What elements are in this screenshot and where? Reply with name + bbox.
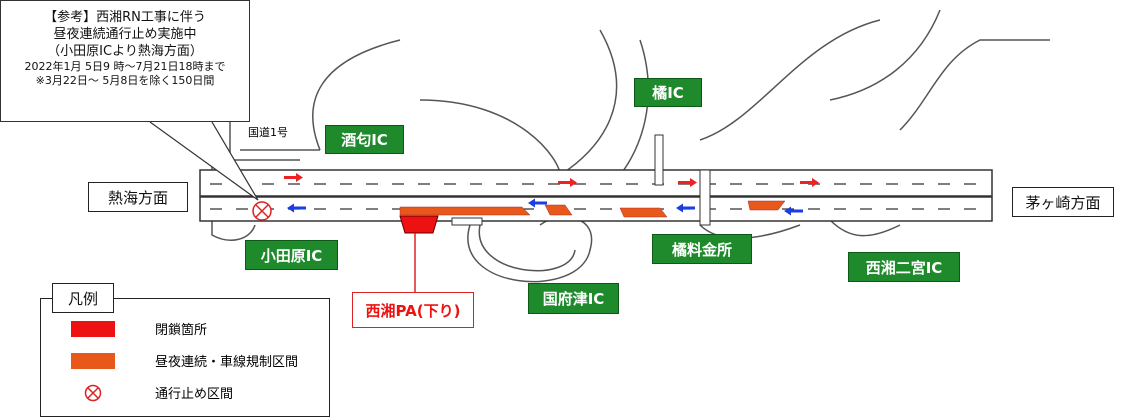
- ramp-road: [312, 39, 401, 151]
- direction-arrows: [284, 173, 819, 216]
- ic-odawara: 小田原IC: [245, 240, 338, 270]
- kozu-loop: [478, 224, 576, 272]
- pa-ramp: [451, 217, 483, 226]
- ic-ninomiya: 西湘二宮IC: [848, 252, 960, 282]
- restriction-swatch: [71, 352, 115, 369]
- closure-notice-callout: 【参考】西湘RN工事に伴う 昼夜連続通行止め実施中 （小田原ICより熱海方面） …: [0, 0, 250, 122]
- route1-label: 国道1号: [248, 126, 288, 139]
- ramp-road: [829, 219, 901, 237]
- closed-circle-x-icon: [252, 201, 272, 221]
- westbound-arrow: [287, 203, 306, 213]
- legend-title: 凡例: [52, 283, 114, 313]
- restriction-segment: [399, 206, 531, 216]
- eastbound-arrow: [284, 173, 303, 182]
- ic-tachibana: 橘IC: [634, 78, 702, 107]
- ramp-road: [211, 160, 256, 241]
- seisho-pa-label: 西湘PA(下り): [352, 292, 474, 328]
- closure-pa: [399, 215, 439, 234]
- bridge-marker: [654, 134, 664, 186]
- ramp-road: [619, 39, 650, 176]
- ic-kozu: 国府津IC: [528, 283, 619, 314]
- ic-sakawa: 酒匂IC: [325, 125, 404, 154]
- eastbound-arrow: [800, 178, 819, 187]
- restriction-segment: [747, 200, 786, 211]
- upbound-carriageway: [199, 169, 993, 197]
- restriction-segment: [619, 207, 668, 218]
- callout-pointer: [149, 121, 259, 201]
- closed-circle-x-icon: [71, 384, 115, 401]
- tachibana-toll-gate: 橘料金所: [652, 234, 752, 264]
- ramp-road: [899, 39, 1050, 131]
- ramp-road: [829, 9, 941, 101]
- legend-label: 閉鎖箇所: [155, 323, 208, 338]
- restriction-segments: [399, 200, 786, 218]
- notice-line: 【参考】西湘RN工事に伴う: [44, 10, 206, 25]
- westbound-arrow: [676, 203, 695, 213]
- ramp-road: [559, 29, 618, 176]
- eastbound-arrow: [558, 178, 577, 187]
- westbound-arrow: [528, 198, 547, 208]
- legend-label: 昼夜連続・車線規制区間: [155, 355, 299, 370]
- chigasaki-direction-label: 茅ヶ崎方面: [1012, 187, 1114, 217]
- restriction-segment: [544, 204, 573, 216]
- westbound-arrow: [784, 206, 803, 216]
- legend-label: 通行止め区間: [155, 387, 234, 402]
- ramp-road: [699, 19, 881, 141]
- notice-line: （小田原ICより熱海方面）: [47, 44, 203, 59]
- eastbound-arrow: [678, 178, 697, 187]
- ramp-road: [419, 99, 561, 176]
- closure-swatch: [71, 320, 115, 337]
- legend: 閉鎖箇所 昼夜連続・車線規制区間 通行止め区間: [40, 298, 330, 417]
- kozu-loop: [467, 216, 593, 283]
- notice-line: 昼夜連続通行止め実施中: [53, 27, 197, 42]
- notice-period: 2022年1月 5日9 時～7月21日18時まで: [24, 60, 226, 73]
- toll-gate: [699, 169, 711, 226]
- atami-direction-label: 熱海方面: [88, 182, 188, 212]
- notice-exception: ※3月22日～ 5月8日を除く150日間: [35, 74, 215, 87]
